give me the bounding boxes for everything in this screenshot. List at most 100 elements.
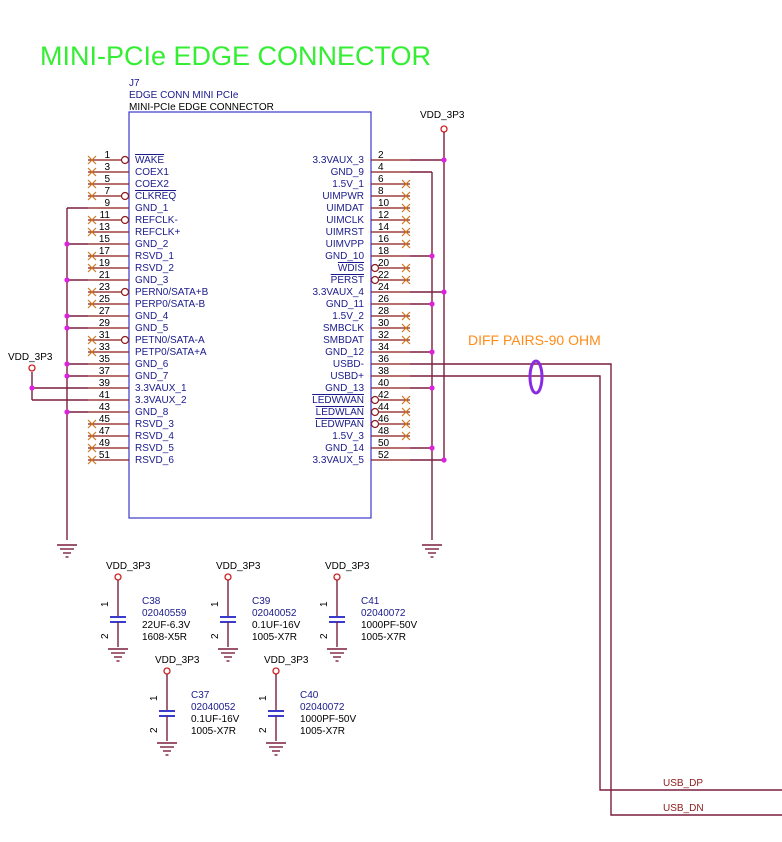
pin-number: 43	[99, 402, 111, 413]
pin-name: 3.3VAUX_1	[135, 383, 187, 394]
cap-pin-1: 1	[149, 695, 160, 701]
no-connect-marker	[87, 455, 97, 465]
pin-name: RSVD_5	[135, 443, 174, 454]
ground-symbol	[218, 648, 238, 662]
diff-pair-marker	[528, 359, 544, 395]
cap-ref: C37	[191, 690, 210, 701]
pin-number: 44	[378, 402, 390, 413]
pin-number: 47	[99, 426, 111, 437]
no-connect-marker	[87, 215, 97, 225]
pin-number: 1	[104, 150, 110, 161]
pin-name: UIMRST	[326, 227, 364, 238]
pin-number: 20	[378, 258, 390, 269]
pin-right-24: 243.3VAUX_4	[312, 282, 410, 298]
pin-number: 25	[99, 294, 111, 305]
pin-name: GND_2	[135, 239, 169, 250]
cap-package: 1005-X7R	[361, 632, 406, 643]
junction-dot	[64, 313, 70, 319]
pin-name: RSVD_6	[135, 455, 174, 466]
pin-number: 33	[99, 342, 111, 353]
junction-dot	[64, 409, 70, 415]
cap-ref: C41	[361, 596, 380, 607]
pin-left-51: 51 RSVD_6	[88, 450, 174, 466]
pin-number: 12	[378, 210, 390, 221]
pin-number: 21	[99, 270, 111, 281]
pin-name: GND_8	[135, 407, 169, 418]
no-connect-marker	[401, 311, 411, 321]
no-connect-marker	[87, 155, 97, 165]
cap-power-label: VDD_3P3	[155, 655, 200, 666]
cap-ref: C39	[252, 596, 271, 607]
pin-number: 52	[378, 450, 390, 461]
cap-value: 0.1UF-16V	[252, 620, 301, 631]
no-connect-marker	[87, 251, 97, 261]
junction-dot	[441, 157, 447, 163]
pin-name: RSVD_1	[135, 251, 174, 262]
no-connect-marker	[401, 239, 411, 249]
pin-number: 46	[378, 414, 390, 425]
no-connect-marker	[87, 179, 97, 189]
no-connect-marker	[401, 191, 411, 201]
cap-pin-1: 1	[319, 601, 330, 607]
no-connect-marker	[401, 215, 411, 225]
pin-number: 35	[99, 354, 111, 365]
no-connect-marker	[401, 275, 411, 285]
part-description: MINI-PCIe EDGE CONNECTOR	[129, 102, 274, 113]
pin-number: 29	[99, 318, 111, 329]
no-connect-marker	[401, 203, 411, 213]
pin-number: 49	[99, 438, 111, 449]
pin-name: 3.3VAUX_5	[312, 455, 364, 466]
pin-number: 51	[99, 450, 111, 461]
pin-number: 37	[99, 366, 111, 377]
no-connect-marker	[87, 299, 97, 309]
vdd-symbol-top-right	[440, 125, 448, 133]
cap-power-label: VDD_3P3	[325, 561, 370, 572]
pin-name: REFCLK+	[135, 227, 180, 238]
cap-value: 1000PF-50V	[300, 714, 356, 725]
pin-name: USBD-	[333, 359, 364, 370]
vdd-symbol-left	[28, 364, 36, 372]
pin-name: 1.5V_1	[332, 179, 364, 190]
ground-symbol-right	[422, 544, 442, 558]
pin-name: SMBCLK	[323, 323, 364, 334]
cap-package: 1005-X7R	[191, 726, 236, 737]
pin-number: 40	[378, 378, 390, 389]
pin-name: GND_5	[135, 323, 169, 334]
pin-name: PERST	[331, 275, 364, 286]
pin-number: 2	[378, 150, 384, 161]
cap-pin-1: 1	[100, 601, 111, 607]
cap-package: 1005-X7R	[252, 632, 297, 643]
connector-body	[128, 111, 372, 519]
pin-number: 15	[99, 234, 111, 245]
cap-part-number: 02040072	[361, 608, 406, 619]
pin-number: 34	[378, 342, 390, 353]
cap-power-label: VDD_3P3	[106, 561, 151, 572]
cap-pin-2: 2	[149, 727, 160, 733]
pin-right-48: 481.5V_3	[332, 426, 410, 442]
pin-number: 7	[104, 186, 110, 197]
no-connect-marker	[401, 323, 411, 333]
pin-number: 5	[104, 174, 110, 185]
pin-name: WAKE	[135, 155, 164, 166]
cap-package: 1608-X5R	[142, 632, 187, 643]
cap-pin-2: 2	[258, 727, 269, 733]
